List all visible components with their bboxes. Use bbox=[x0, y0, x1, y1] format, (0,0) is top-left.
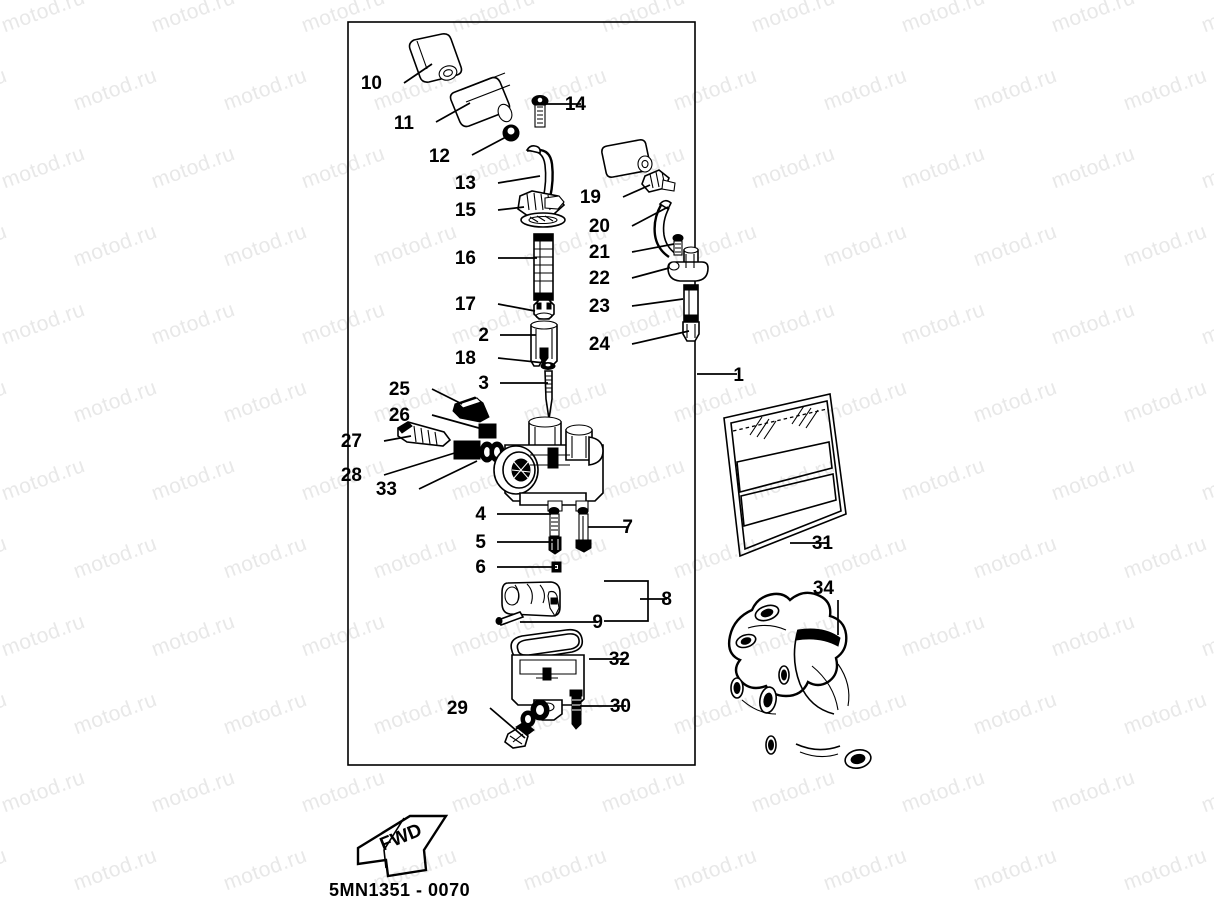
leader-line-19 bbox=[622, 184, 651, 198]
callout-21: 21 bbox=[589, 242, 611, 263]
callout-leader-lines bbox=[383, 63, 839, 739]
part-9-float-pin bbox=[495, 611, 525, 626]
part-29-drain-screw bbox=[504, 699, 550, 749]
callout-1: 1 bbox=[733, 365, 744, 386]
leader-line-18 bbox=[497, 357, 546, 364]
callout-labels: 1234567891011121314151617181920212223242… bbox=[341, 73, 835, 719]
leader-line-23 bbox=[631, 298, 684, 307]
leader-line-22 bbox=[631, 267, 670, 279]
callout-5: 5 bbox=[475, 532, 486, 553]
part-26-spring-nut bbox=[478, 423, 497, 439]
callout-14: 14 bbox=[565, 94, 587, 115]
callout-18: 18 bbox=[455, 348, 476, 369]
leader-line-24 bbox=[631, 330, 690, 345]
fwd-direction-marker: FWD bbox=[356, 814, 449, 878]
leader-line-27 bbox=[383, 435, 412, 442]
part-28-spring bbox=[453, 440, 481, 460]
leader-line-13 bbox=[497, 175, 541, 184]
callout-6: 6 bbox=[475, 557, 486, 578]
callout-11: 11 bbox=[394, 113, 415, 134]
callout-10: 10 bbox=[361, 73, 382, 94]
leader-line-15 bbox=[497, 206, 525, 211]
callout-33: 33 bbox=[376, 479, 397, 500]
part-13-throttle-cable bbox=[525, 145, 554, 200]
part-15-cable-adjuster bbox=[517, 190, 566, 228]
leader-line-20 bbox=[631, 206, 669, 227]
part-4-main-jet bbox=[548, 507, 560, 537]
part-12-fitting bbox=[502, 124, 520, 142]
carburetor-body bbox=[493, 416, 604, 512]
part-17-needle-holder bbox=[533, 299, 555, 320]
catalog-number: 5MN1351 - 0070 bbox=[329, 880, 470, 900]
callout-31: 31 bbox=[812, 533, 834, 554]
leader-line-12 bbox=[471, 136, 507, 156]
part-23-fuel-pipe bbox=[683, 284, 699, 322]
part-19-joint-pipe bbox=[641, 169, 676, 193]
part-2-throttle-valve bbox=[530, 320, 558, 367]
callout-8: 8 bbox=[661, 589, 672, 610]
leader-line-33 bbox=[418, 460, 478, 490]
part-10-hose-right bbox=[601, 139, 653, 178]
callout-15: 15 bbox=[455, 200, 477, 221]
callout-32: 32 bbox=[609, 649, 630, 670]
part-18-clip bbox=[540, 362, 556, 370]
part-34-intake-manifold bbox=[727, 591, 872, 770]
callout-4: 4 bbox=[475, 504, 486, 525]
callout-25: 25 bbox=[389, 379, 411, 400]
part-5-jet-holder bbox=[548, 536, 562, 555]
callout-29: 29 bbox=[447, 698, 468, 719]
callout-23: 23 bbox=[589, 296, 610, 317]
callout-26: 26 bbox=[389, 405, 410, 426]
callout-7: 7 bbox=[622, 517, 633, 538]
part-16-spring bbox=[533, 233, 554, 301]
part-31-gasket-plate bbox=[723, 393, 847, 558]
part-14-bolt bbox=[531, 95, 549, 128]
callout-30: 30 bbox=[610, 696, 631, 717]
leader-line-10 bbox=[403, 63, 433, 84]
part-10-hose-upper bbox=[408, 33, 463, 83]
assembly-frame-box bbox=[347, 21, 696, 766]
part-8-float-assembly bbox=[501, 580, 649, 622]
callout-20: 20 bbox=[589, 216, 610, 237]
part-25-pilot-screw bbox=[452, 396, 490, 423]
part-27-throttle-stop-screw bbox=[397, 421, 452, 447]
leader-line-11 bbox=[435, 102, 471, 123]
leader-line-17 bbox=[497, 303, 536, 312]
part-21-screw bbox=[672, 234, 684, 256]
callout-16: 16 bbox=[455, 248, 476, 269]
callout-3: 3 bbox=[478, 373, 489, 394]
part-11-hose-breather bbox=[449, 72, 513, 128]
callout-2: 2 bbox=[478, 325, 489, 346]
callout-19: 19 bbox=[580, 187, 601, 208]
callout-13: 13 bbox=[455, 173, 476, 194]
part-22-pipe-joint bbox=[667, 246, 709, 282]
leader-line-29 bbox=[489, 707, 526, 739]
callout-27: 27 bbox=[341, 431, 362, 452]
fwd-label: FWD bbox=[377, 820, 425, 856]
callout-28: 28 bbox=[341, 465, 362, 486]
callout-9: 9 bbox=[592, 612, 603, 633]
callout-24: 24 bbox=[589, 334, 611, 355]
part-7-screw bbox=[575, 507, 592, 553]
leader-line-28 bbox=[383, 450, 462, 476]
callout-17: 17 bbox=[455, 294, 476, 315]
callout-12: 12 bbox=[429, 146, 450, 167]
callout-22: 22 bbox=[589, 268, 610, 289]
part-3-jet-needle bbox=[544, 370, 553, 420]
leader-line-21 bbox=[631, 243, 675, 253]
callout-34: 34 bbox=[813, 578, 835, 599]
leader-line-25 bbox=[431, 388, 463, 405]
leader-line-26 bbox=[431, 414, 487, 431]
part-30-screw bbox=[569, 689, 583, 730]
